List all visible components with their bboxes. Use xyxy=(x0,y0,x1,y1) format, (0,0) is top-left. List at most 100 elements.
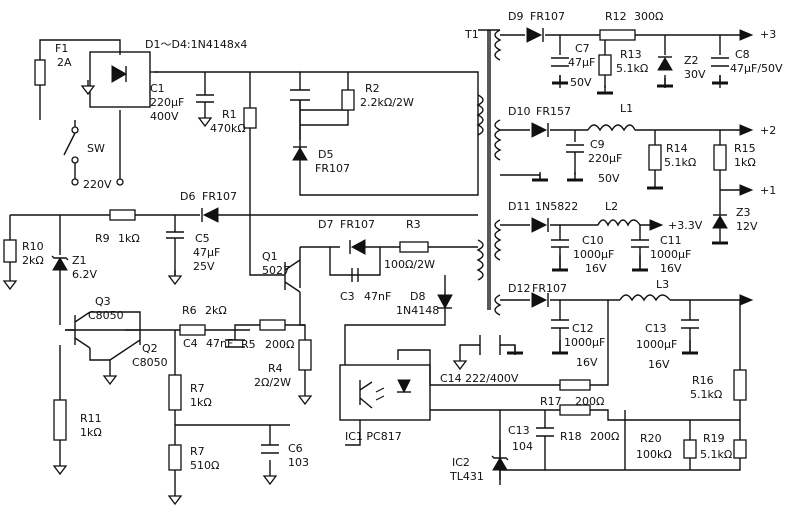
label-d6-value: FR107 xyxy=(202,190,237,203)
label-c13-volt: 16V xyxy=(648,358,670,371)
label-c13-cap: 1000μF xyxy=(636,338,677,351)
label-t1: T1 xyxy=(464,28,479,41)
label-c7: C7 xyxy=(575,42,590,55)
label-d12-value: FR107 xyxy=(532,282,567,295)
resistor-r7a xyxy=(168,374,182,411)
label-q1: Q1 xyxy=(262,250,278,263)
inductor-l2 xyxy=(597,219,641,227)
label-c11: C11 xyxy=(660,234,682,247)
label-r12-value: 300Ω xyxy=(634,10,663,23)
optocoupler-ic1 xyxy=(339,364,431,421)
label-c13: C13 xyxy=(645,322,667,335)
resistor-r13 xyxy=(598,54,612,76)
diode-d9 xyxy=(526,27,544,43)
inductor-l1 xyxy=(587,124,636,132)
label-l2: L2 xyxy=(605,200,618,213)
resistor-r9 xyxy=(109,209,136,221)
capacitor-c9 xyxy=(565,144,585,182)
label-c9: C9 xyxy=(590,138,605,151)
label-c13b: C13 xyxy=(508,424,530,437)
label-r7a-value: 1kΩ xyxy=(190,396,212,409)
label-r12: R12 xyxy=(605,10,627,23)
label-z3: Z3 xyxy=(736,206,751,219)
label-r16-value: 5.1kΩ xyxy=(690,388,722,401)
label-c11-volt: 16V xyxy=(660,262,682,275)
resistor-r1 xyxy=(243,107,257,129)
regulator-ic2 xyxy=(491,455,509,480)
label-r3: R3 xyxy=(406,218,421,231)
label-r2-value: 2.2kΩ/2W xyxy=(360,96,414,109)
label-c12: C12 xyxy=(572,322,594,335)
label-out2: +2 xyxy=(760,124,776,137)
label-c13b-value: 104 xyxy=(512,440,533,453)
label-r14: R14 xyxy=(666,142,688,155)
resistor-r4 xyxy=(298,339,312,371)
capacitor-c8 xyxy=(710,57,730,85)
label-r7b-value: 510Ω xyxy=(190,459,219,472)
resistor-r5 xyxy=(259,319,286,331)
label-r5: R5 xyxy=(241,338,256,351)
component-labels: F1 2A D1～D4:1N4148x4 SW 220V C1 220μF 40… xyxy=(22,10,783,483)
label-c10-cap: 1000μF xyxy=(573,248,614,261)
label-r11: R11 xyxy=(80,412,102,425)
label-r18-value: 200Ω xyxy=(590,430,619,443)
capacitor-c6 xyxy=(261,444,279,485)
label-c12-volt: 16V xyxy=(576,356,598,369)
label-r13: R13 xyxy=(620,48,642,61)
capacitor-c14 xyxy=(453,335,525,370)
zener-z3 xyxy=(710,214,730,245)
label-ic1: IC1 PC817 xyxy=(345,430,402,443)
label-r6-value: 2kΩ xyxy=(205,304,227,317)
resistor-r6 xyxy=(179,324,206,336)
label-d6: D6 xyxy=(180,190,195,203)
label-c8-value: 47μF/50V xyxy=(730,62,783,75)
resistor-r12 xyxy=(599,29,636,41)
label-r9: R9 xyxy=(95,232,110,245)
label-r6: R6 xyxy=(182,304,197,317)
label-q3-value: C8050 xyxy=(88,309,124,322)
label-r4-value: 2Ω/2W xyxy=(254,376,291,389)
label-l3: L3 xyxy=(656,278,669,291)
label-c8: C8 xyxy=(735,48,750,61)
label-c4: C4 xyxy=(183,337,198,350)
label-q3: Q3 xyxy=(95,295,111,308)
label-f1-value: 2A xyxy=(57,56,72,69)
label-c7-volt: 50V xyxy=(570,76,592,89)
transistor-q2 xyxy=(109,322,141,361)
diode-d8 xyxy=(437,294,453,310)
label-c1-volt: 400V xyxy=(150,110,179,123)
resistor-r19 xyxy=(733,439,747,459)
capacitor-c13 xyxy=(680,319,700,355)
label-z1-value: 6.2V xyxy=(72,268,97,281)
label-out1: +1 xyxy=(760,184,776,197)
label-r5-value: 200Ω xyxy=(265,338,294,351)
label-r10-value: 2kΩ xyxy=(22,254,44,267)
capacitor-c1 xyxy=(196,94,214,127)
resistor-r11 xyxy=(53,399,67,441)
label-c5-cap: 47μF xyxy=(193,246,220,259)
label-c10-volt: 16V xyxy=(585,262,607,275)
label-c6-value: 103 xyxy=(288,456,309,469)
resistor-r20 xyxy=(683,439,697,459)
label-sw: SW xyxy=(87,142,105,155)
label-c4-value: 47nF xyxy=(206,337,233,350)
wiring xyxy=(9,29,741,490)
label-c6: C6 xyxy=(288,442,303,455)
diode-d10 xyxy=(531,122,549,138)
ac-terminal-2 xyxy=(116,178,124,186)
label-z2: Z2 xyxy=(684,54,699,67)
label-c3: C3 xyxy=(340,290,355,303)
label-r14-value: 5.1kΩ xyxy=(664,156,696,169)
label-ic2-value: TL431 xyxy=(449,470,484,483)
label-r16: R16 xyxy=(692,374,714,387)
label-r7b: R7 xyxy=(190,445,205,458)
label-r15: R15 xyxy=(734,142,756,155)
resistor-r7b xyxy=(168,444,182,471)
label-c1: C1 xyxy=(150,82,165,95)
capacitor-c10 xyxy=(550,239,570,272)
label-bridge: D1～D4:1N4148x4 xyxy=(145,38,247,51)
transformer-t1 xyxy=(476,29,502,316)
label-r7a: R7 xyxy=(190,382,205,395)
capacitor-c13b xyxy=(536,427,554,448)
label-c9-cap: 220μF xyxy=(588,152,622,165)
